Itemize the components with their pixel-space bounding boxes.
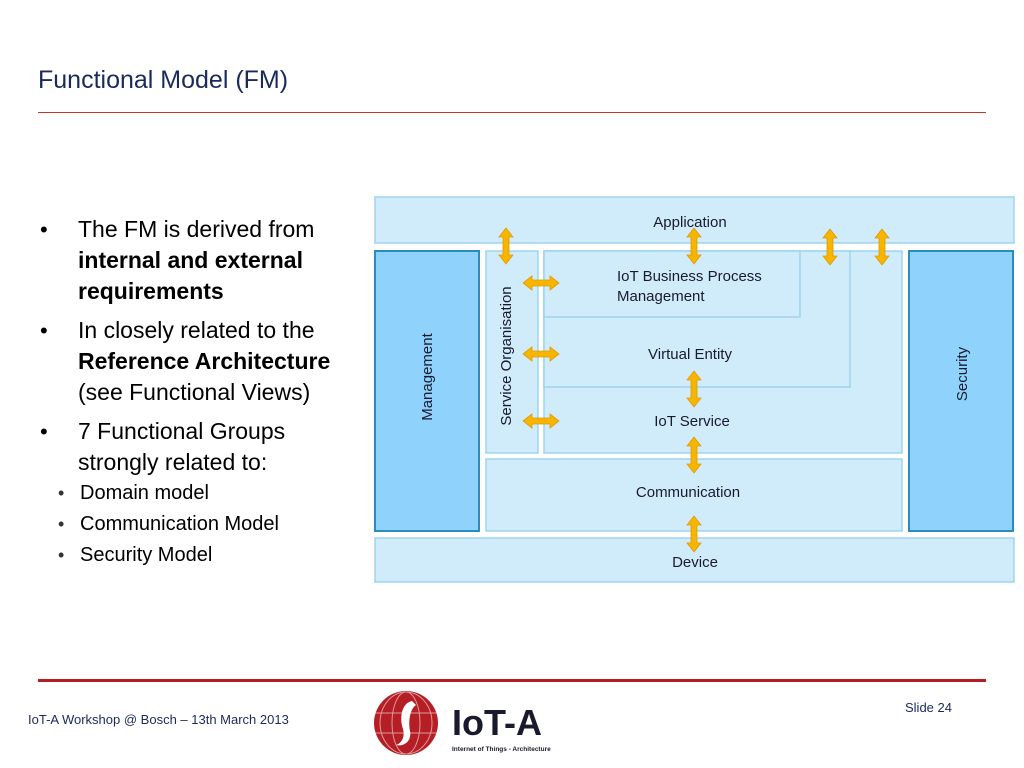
bullet-dot: • bbox=[40, 217, 48, 242]
management-box bbox=[374, 250, 480, 532]
security-box bbox=[908, 250, 1014, 532]
bullet-text-tail: (see Functional Views) bbox=[78, 379, 311, 405]
bullet-text: 7 Functional Groups strongly related to: bbox=[78, 418, 286, 475]
sub-bullet-dot: • bbox=[58, 514, 65, 534]
iot-bpm-label-line1: IoT Business Process bbox=[617, 268, 762, 285]
bullet-item-reference: • In closely related to the Reference Ar… bbox=[40, 315, 370, 408]
logo-tagline: Internet of Things - Architecture bbox=[452, 746, 551, 753]
slide-title: Functional Model (FM) bbox=[38, 66, 289, 94]
communication-label: Communication bbox=[636, 484, 740, 501]
security-label: Security bbox=[954, 346, 971, 401]
application-label: Application bbox=[653, 214, 726, 231]
footer-event-text: IoT-A Workshop @ Bosch – 13th March 2013 bbox=[28, 712, 289, 727]
service-organisation-label: Service Organisation bbox=[498, 286, 515, 425]
bullet-bold-text: Reference Architecture bbox=[78, 348, 331, 374]
bullet-text: The FM is derived from bbox=[78, 216, 315, 242]
logo-letter-mark-icon bbox=[396, 701, 416, 746]
bullet-text: In closely related to the bbox=[78, 317, 315, 343]
logo-wordmark: IoT-A bbox=[452, 702, 542, 743]
bullet-dot: • bbox=[40, 419, 48, 444]
bullet-bold-text: internal and external requirements bbox=[78, 247, 303, 304]
iot-bpm-box bbox=[543, 250, 801, 318]
sub-bullet-text: Communication Model bbox=[80, 513, 279, 535]
bullet-list: • The FM is derived from internal and ex… bbox=[40, 214, 370, 571]
sub-bullet-dot: • bbox=[58, 545, 65, 565]
iot-bpm-label-line2: Management bbox=[617, 288, 705, 305]
slide-number: Slide 24 bbox=[905, 700, 952, 715]
sub-bullet-security: • Security Model bbox=[40, 540, 370, 571]
sub-bullet-text: Security Model bbox=[80, 544, 213, 566]
iot-service-label: IoT Service bbox=[654, 413, 730, 430]
sub-bullet-communication: • Communication Model bbox=[40, 509, 370, 540]
device-label: Device bbox=[672, 554, 718, 571]
sub-bullet-text: Domain model bbox=[80, 482, 209, 504]
title-divider bbox=[38, 112, 986, 113]
iot-a-logo: IoT-A Internet of Things - Architecture bbox=[374, 691, 551, 755]
bullet-item-derived: • The FM is derived from internal and ex… bbox=[40, 214, 370, 307]
bullet-dot: • bbox=[40, 318, 48, 343]
sub-bullet-domain: • Domain model bbox=[40, 478, 370, 509]
management-label: Management bbox=[419, 332, 436, 420]
virtual-entity-label: Virtual Entity bbox=[648, 346, 732, 363]
bullet-item-groups: • 7 Functional Groups strongly related t… bbox=[40, 416, 370, 478]
sub-bullet-dot: • bbox=[58, 483, 65, 503]
footer-divider bbox=[38, 679, 986, 682]
